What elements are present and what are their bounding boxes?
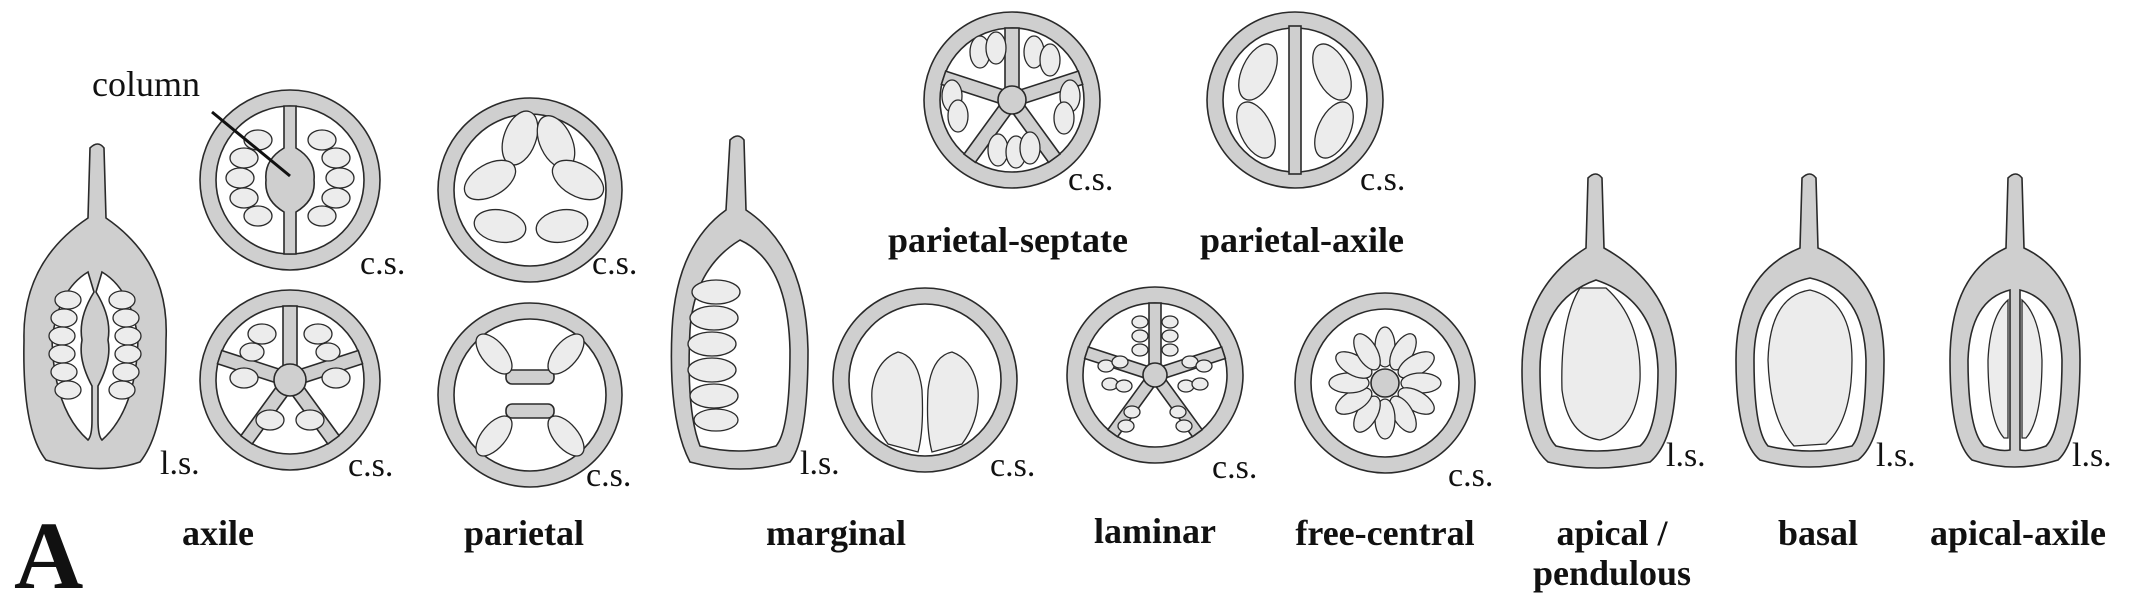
parietal-septate-cross-section: [923, 11, 1101, 189]
axile-cs-top-label: c.s.: [360, 245, 405, 282]
type-axile-label: axile: [182, 513, 254, 553]
type-free-central-label: free-central: [1295, 513, 1474, 553]
basal-ls-label: l.s.: [1876, 437, 1916, 474]
marginal-cross-section: [832, 287, 1018, 473]
laminar-cross-section: [1066, 286, 1244, 464]
free-central-cross-section: [1294, 292, 1476, 474]
type-apical-line2-label: pendulous: [1533, 553, 1691, 593]
apical-pendulous-longitudinal-section: [1521, 173, 1677, 469]
column-pointer-line: [211, 110, 291, 178]
type-parietal-septate-label: parietal-septate: [888, 220, 1128, 260]
free-central-cs-label: c.s.: [1448, 457, 1493, 494]
panel-letter: A: [14, 502, 83, 600]
type-apical-line1-label: apical /: [1556, 513, 1668, 553]
parietal-axile-cs-label: c.s.: [1360, 161, 1405, 198]
type-marginal-label: marginal: [766, 513, 906, 553]
axile-cs-bottom-label: c.s.: [348, 447, 393, 484]
basal-longitudinal-section: [1735, 173, 1885, 468]
type-laminar-label: laminar: [1094, 511, 1216, 551]
parietal-cs-top-label: c.s.: [592, 245, 637, 282]
parietal-cross-section-bottom: [437, 302, 623, 488]
column-callout-label: column: [92, 64, 200, 104]
parietal-septate-cs-label: c.s.: [1068, 161, 1113, 198]
type-parietal-axile-label: parietal-axile: [1200, 220, 1404, 260]
marginal-cs-label: c.s.: [990, 447, 1035, 484]
type-basal-label: basal: [1778, 513, 1858, 553]
type-apical-axile-label: apical-axile: [1930, 513, 2106, 553]
axile-cross-section-five-locules: [199, 289, 381, 471]
axile-longitudinal-section: [23, 143, 168, 470]
parietal-cross-section-top: [437, 97, 623, 283]
marginal-longitudinal-section: [670, 135, 809, 470]
parietal-axile-cross-section: [1206, 11, 1384, 189]
apical-axile-longitudinal-section: [1949, 173, 2081, 468]
laminar-cs-label: c.s.: [1212, 449, 1257, 486]
type-parietal-label: parietal: [464, 513, 584, 553]
axile-cross-section-column: [199, 89, 381, 271]
apical-ls-label: l.s.: [1666, 437, 1706, 474]
apical-axile-ls-label: l.s.: [2072, 437, 2112, 474]
parietal-cs-bottom-label: c.s.: [586, 457, 631, 494]
marginal-ls-label: l.s.: [800, 445, 840, 482]
axile-ls-label: l.s.: [160, 445, 200, 482]
